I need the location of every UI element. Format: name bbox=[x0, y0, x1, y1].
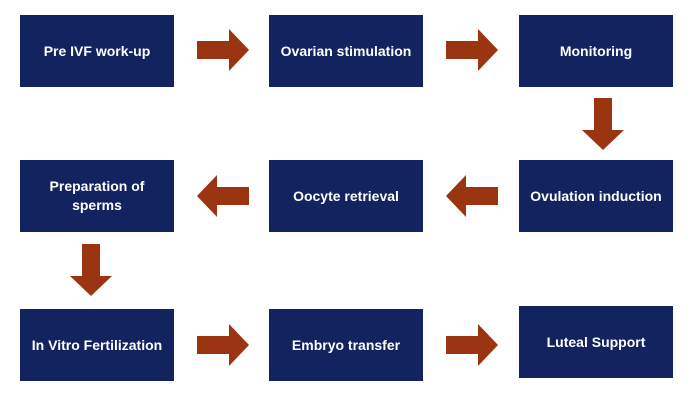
step-preparation-of-sperms-label: Preparation of sperms bbox=[49, 178, 145, 213]
step-preparation-of-sperms: Preparation of sperms bbox=[20, 160, 174, 232]
step-monitoring: Monitoring bbox=[519, 15, 673, 87]
step-pre-ivf-work-up: Pre IVF work-up bbox=[20, 15, 174, 87]
arrow-right-icon bbox=[446, 29, 498, 71]
arrow-right-icon bbox=[446, 324, 498, 366]
step-luteal-support: Luteal Support bbox=[519, 306, 673, 378]
arrow-down-icon bbox=[582, 98, 624, 150]
step-ovulation-induction: Ovulation induction bbox=[519, 160, 673, 232]
arrow-left-icon bbox=[446, 175, 498, 217]
arrow-left-icon bbox=[197, 175, 249, 217]
arrow-right-icon bbox=[197, 29, 249, 71]
step-ovarian-stimulation: Ovarian stimulation bbox=[269, 15, 423, 87]
arrow-down-icon bbox=[70, 244, 112, 296]
step-embryo-transfer: Embryo transfer bbox=[269, 309, 423, 381]
step-in-vitro-fertilization: In Vitro Fertilization bbox=[20, 309, 174, 381]
arrow-right-icon bbox=[197, 324, 249, 366]
step-oocyte-retrieval: Oocyte retrieval bbox=[269, 160, 423, 232]
